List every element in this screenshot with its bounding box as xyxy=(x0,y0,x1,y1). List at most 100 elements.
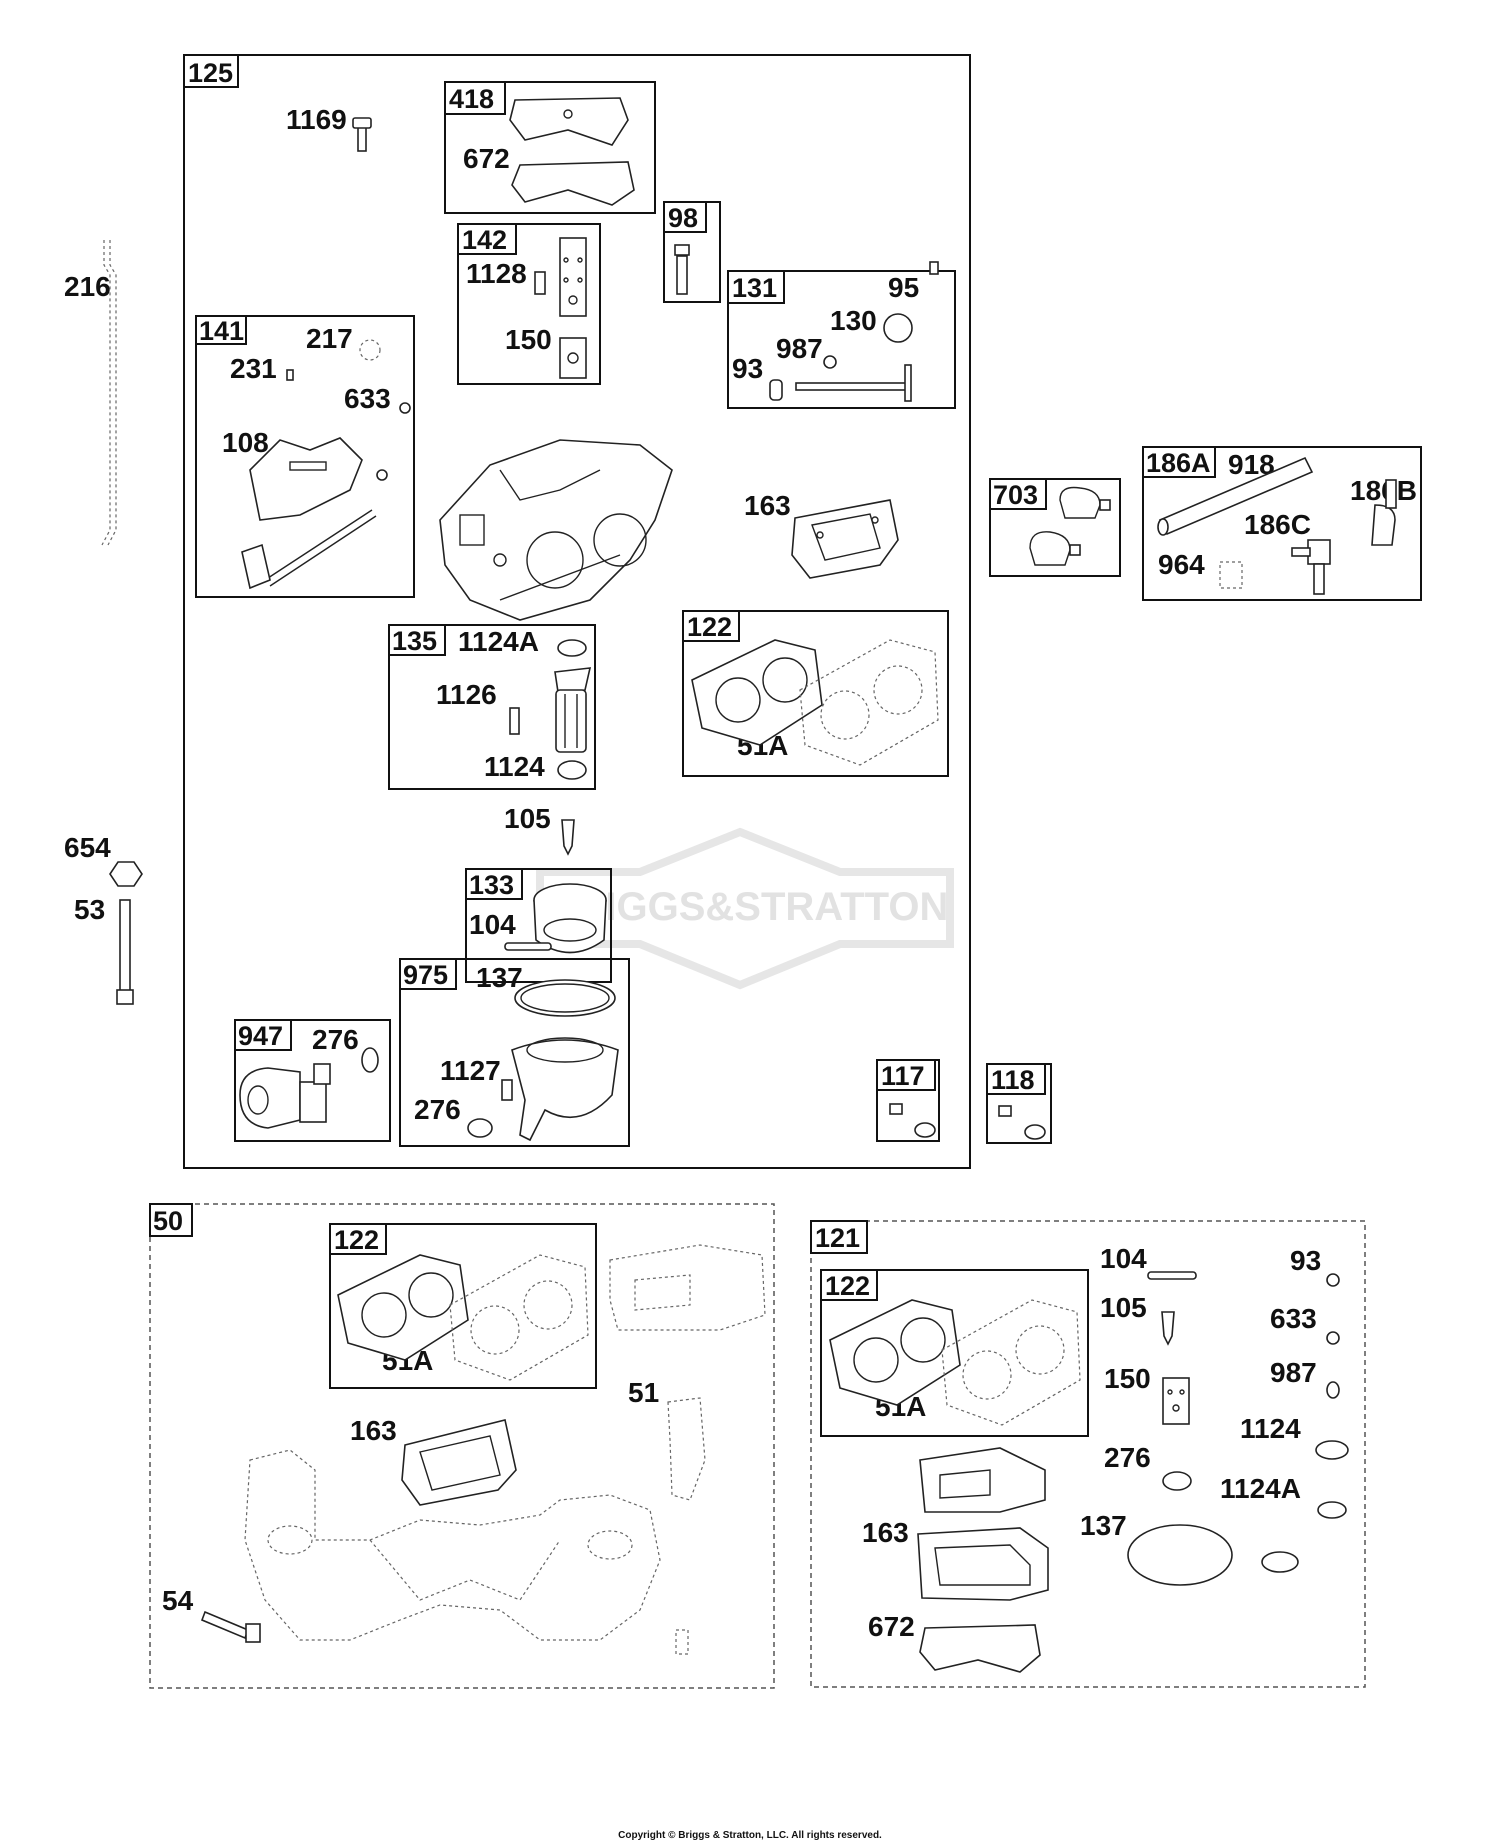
screw-washer-118-part xyxy=(998,1105,1046,1140)
stud-53-part xyxy=(116,899,134,1005)
part-label-150-a: 150 xyxy=(505,324,552,355)
group-tag-418 xyxy=(444,81,506,115)
group-box-975 xyxy=(399,958,630,1147)
pin-104-b-part xyxy=(1147,1271,1197,1280)
group-label-186A: 186A xyxy=(1146,448,1211,478)
part-label-672-a: 672 xyxy=(463,143,510,174)
group-label-50: 50 xyxy=(153,1206,183,1236)
part-label-104-b: 104 xyxy=(1100,1243,1147,1274)
carburetor-body-part xyxy=(439,439,673,621)
part-label-1169: 1169 xyxy=(286,104,347,135)
group-label-135: 135 xyxy=(392,626,437,656)
washer-121-part xyxy=(1261,1551,1299,1573)
group-tag-947 xyxy=(234,1019,292,1051)
governor-rod-216-outline xyxy=(101,240,111,546)
group-tag-131 xyxy=(727,270,785,304)
spacer-gasket-122-c-part xyxy=(829,1299,1081,1426)
gasket-163-part xyxy=(791,499,899,579)
nut-654-part xyxy=(109,861,143,887)
group-box-947 xyxy=(234,1019,391,1142)
group-tag-141 xyxy=(195,315,247,345)
group-tag-133 xyxy=(465,868,523,900)
part-label-987-b: 987 xyxy=(1270,1357,1317,1388)
group-label-118: 118 xyxy=(991,1065,1035,1095)
group-label-133: 133 xyxy=(469,870,514,900)
plate-150-b-part xyxy=(1162,1377,1190,1425)
group-tag-135 xyxy=(388,624,446,656)
group-label-121: 121 xyxy=(815,1223,860,1253)
part-label-163-a: 163 xyxy=(744,490,791,521)
group-label-122-c: 122 xyxy=(825,1271,870,1301)
group-label-975: 975 xyxy=(403,960,448,990)
oring-137-b-part xyxy=(1127,1524,1233,1586)
group-tag-142 xyxy=(457,223,517,255)
part-label-987-a: 987 xyxy=(776,333,823,364)
group-label-418: 418 xyxy=(449,84,494,114)
fuel-line-186A-part xyxy=(1157,456,1397,595)
part-label-93-b: 93 xyxy=(1290,1245,1321,1276)
group-label-98: 98 xyxy=(668,203,698,233)
gasket-51-part xyxy=(667,1397,706,1501)
seal-633-b-part xyxy=(1326,1331,1340,1345)
part-label-276-b: 276 xyxy=(312,1024,359,1055)
part-label-1124A-a: 1124A xyxy=(458,626,539,657)
group-label-142: 142 xyxy=(462,225,507,255)
part-label-186C: 186C xyxy=(1244,509,1311,540)
group-box-131 xyxy=(727,270,956,409)
part-label-964: 964 xyxy=(1158,549,1205,580)
part-label-163-c: 163 xyxy=(862,1517,909,1548)
float-1124-b-part xyxy=(1315,1440,1349,1460)
group-box-135 xyxy=(388,624,596,790)
group-tag-98 xyxy=(663,201,707,233)
part-label-217: 217 xyxy=(306,323,353,354)
part-label-93-a: 93 xyxy=(732,353,763,384)
gasket-upper-50-part xyxy=(609,1244,766,1331)
part-label-105-b: 105 xyxy=(1100,1292,1147,1323)
group-label-117: 117 xyxy=(881,1061,925,1091)
group-label-122-a: 122 xyxy=(687,612,732,642)
seal-987-b-part xyxy=(1326,1381,1340,1399)
group-tag-125 xyxy=(183,54,239,88)
gasket-163-c-part xyxy=(917,1527,1049,1601)
air-cleaner-plates-part xyxy=(509,97,635,206)
group-label-947: 947 xyxy=(238,1021,283,1051)
gasket-163-b-part xyxy=(401,1419,517,1506)
part-label-105-a: 105 xyxy=(504,803,551,834)
group-tag-122-b xyxy=(329,1223,387,1255)
bowl-975-part xyxy=(467,979,619,1142)
part-label-216: 216 xyxy=(64,271,111,302)
part-label-1126: 1126 xyxy=(436,679,497,710)
group-box-703 xyxy=(989,478,1121,577)
part-label-130: 130 xyxy=(830,305,877,336)
group-tag-118 xyxy=(986,1063,1046,1095)
gasket-1124A-b-part xyxy=(1317,1501,1347,1519)
group-box-122-b xyxy=(329,1223,597,1389)
choke-plate-part xyxy=(534,237,587,379)
group-tag-122-a xyxy=(682,610,740,642)
brand-watermark: BRIGGS&STRATTON xyxy=(536,827,954,990)
part-label-276-a: 276 xyxy=(414,1094,461,1125)
group-tag-186A xyxy=(1142,446,1216,478)
group-box-122-a xyxy=(682,610,949,777)
plate-672-b-part xyxy=(919,1624,1041,1673)
group-tag-703 xyxy=(989,478,1047,510)
bolt-1169-part xyxy=(352,117,372,152)
part-label-95: 95 xyxy=(888,272,919,303)
watermark-text: BRIGGS&STRATTON xyxy=(548,885,949,929)
needle-105-part xyxy=(561,819,575,856)
part-label-186B: 186B xyxy=(1350,475,1417,506)
part-label-654: 654 xyxy=(64,832,111,863)
clamp-703-part xyxy=(1029,486,1111,566)
intake-manifold-part xyxy=(244,1449,661,1641)
bolt-54-part xyxy=(200,1610,261,1643)
part-label-54: 54 xyxy=(162,1585,194,1616)
group-label-703: 703 xyxy=(993,480,1038,510)
float-bowl-133-part xyxy=(504,883,607,954)
group-box-121 xyxy=(810,1220,1366,1688)
gaskets-121-part xyxy=(919,1447,1046,1513)
part-label-276-c: 276 xyxy=(1104,1442,1151,1473)
part-label-137-b: 137 xyxy=(1080,1510,1127,1541)
part-label-1127: 1127 xyxy=(440,1055,501,1086)
